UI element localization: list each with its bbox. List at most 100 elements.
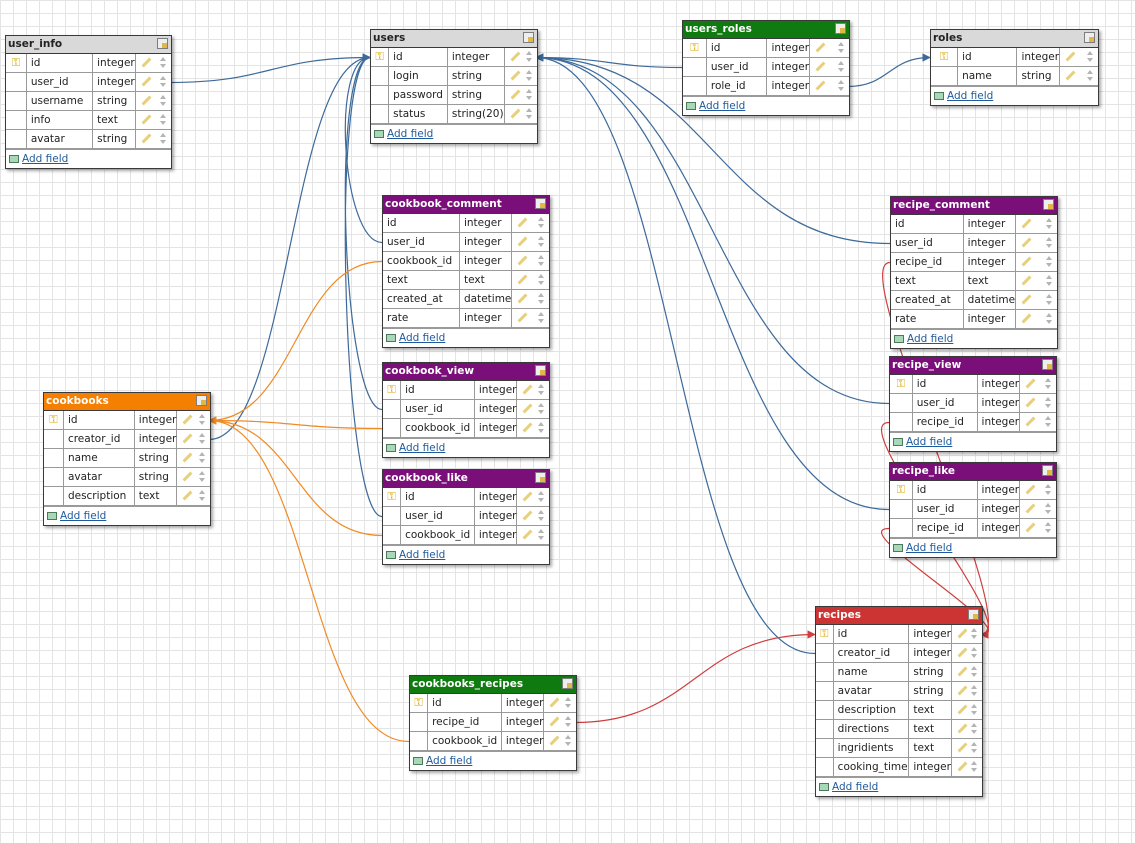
reorder-field-icon[interactable] — [971, 628, 978, 639]
edit-field-icon[interactable] — [815, 80, 824, 89]
edit-field-icon[interactable] — [549, 716, 558, 725]
edit-field-icon[interactable] — [510, 108, 519, 117]
add-field-link[interactable]: Add field — [907, 333, 954, 345]
reorder-field-icon[interactable] — [1046, 256, 1053, 267]
reorder-field-icon[interactable] — [160, 133, 167, 144]
edit-field-icon[interactable] — [1025, 416, 1034, 425]
table-options-icon[interactable] — [157, 38, 168, 49]
table-header[interactable]: cookbooks — [44, 393, 210, 411]
reorder-field-icon[interactable] — [199, 471, 206, 482]
reorder-field-icon[interactable] — [160, 95, 167, 106]
table-header[interactable]: cookbook_view — [383, 363, 549, 381]
edit-field-icon[interactable] — [957, 723, 966, 732]
edit-field-icon[interactable] — [1021, 237, 1030, 246]
add-field-icon[interactable] — [47, 512, 57, 520]
add-field-icon[interactable] — [894, 335, 904, 343]
reorder-field-icon[interactable] — [538, 510, 545, 521]
table-header[interactable]: cookbooks_recipes — [410, 676, 576, 694]
reorder-field-icon[interactable] — [199, 452, 206, 463]
edit-field-icon[interactable] — [549, 735, 558, 744]
reorder-field-icon[interactable] — [526, 70, 533, 81]
reorder-field-icon[interactable] — [971, 666, 978, 677]
reorder-field-icon[interactable] — [160, 114, 167, 125]
reorder-field-icon[interactable] — [1046, 237, 1053, 248]
edit-field-icon[interactable] — [517, 217, 526, 226]
reorder-field-icon[interactable] — [160, 76, 167, 87]
table-options-icon[interactable] — [523, 32, 534, 43]
reorder-field-icon[interactable] — [199, 433, 206, 444]
reorder-field-icon[interactable] — [538, 529, 545, 540]
reorder-field-icon[interactable] — [538, 293, 545, 304]
reorder-field-icon[interactable] — [199, 414, 206, 425]
reorder-field-icon[interactable] — [971, 761, 978, 772]
add-field-link[interactable]: Add field — [22, 153, 69, 165]
edit-field-icon[interactable] — [1025, 484, 1034, 493]
edit-field-icon[interactable] — [517, 312, 526, 321]
edit-field-icon[interactable] — [510, 89, 519, 98]
table-options-icon[interactable] — [1084, 32, 1095, 43]
reorder-field-icon[interactable] — [565, 716, 572, 727]
reorder-field-icon[interactable] — [971, 647, 978, 658]
add-field-link[interactable]: Add field — [906, 542, 953, 554]
table-options-icon[interactable] — [535, 472, 546, 483]
reorder-field-icon[interactable] — [1045, 503, 1052, 514]
edit-field-icon[interactable] — [522, 529, 531, 538]
reorder-field-icon[interactable] — [971, 742, 978, 753]
reorder-field-icon[interactable] — [1045, 484, 1052, 495]
add-field-icon[interactable] — [893, 544, 903, 552]
edit-field-icon[interactable] — [510, 51, 519, 60]
reorder-field-icon[interactable] — [538, 255, 545, 266]
reorder-field-icon[interactable] — [971, 704, 978, 715]
edit-field-icon[interactable] — [182, 433, 191, 442]
edit-field-icon[interactable] — [182, 452, 191, 461]
edit-field-icon[interactable] — [1021, 275, 1030, 284]
reorder-field-icon[interactable] — [838, 61, 845, 72]
edit-field-icon[interactable] — [522, 491, 531, 500]
edit-field-icon[interactable] — [1025, 522, 1034, 531]
edit-field-icon[interactable] — [1025, 378, 1034, 387]
edit-field-icon[interactable] — [549, 697, 558, 706]
table-options-icon[interactable] — [535, 198, 546, 209]
edit-field-icon[interactable] — [957, 761, 966, 770]
edit-field-icon[interactable] — [141, 95, 150, 104]
add-field-link[interactable]: Add field — [60, 510, 107, 522]
edit-field-icon[interactable] — [957, 628, 966, 637]
reorder-field-icon[interactable] — [526, 89, 533, 100]
reorder-field-icon[interactable] — [538, 403, 545, 414]
edit-field-icon[interactable] — [517, 255, 526, 264]
table-header[interactable]: cookbook_like — [383, 470, 549, 488]
add-field-icon[interactable] — [386, 551, 396, 559]
table-options-icon[interactable] — [1042, 359, 1053, 370]
